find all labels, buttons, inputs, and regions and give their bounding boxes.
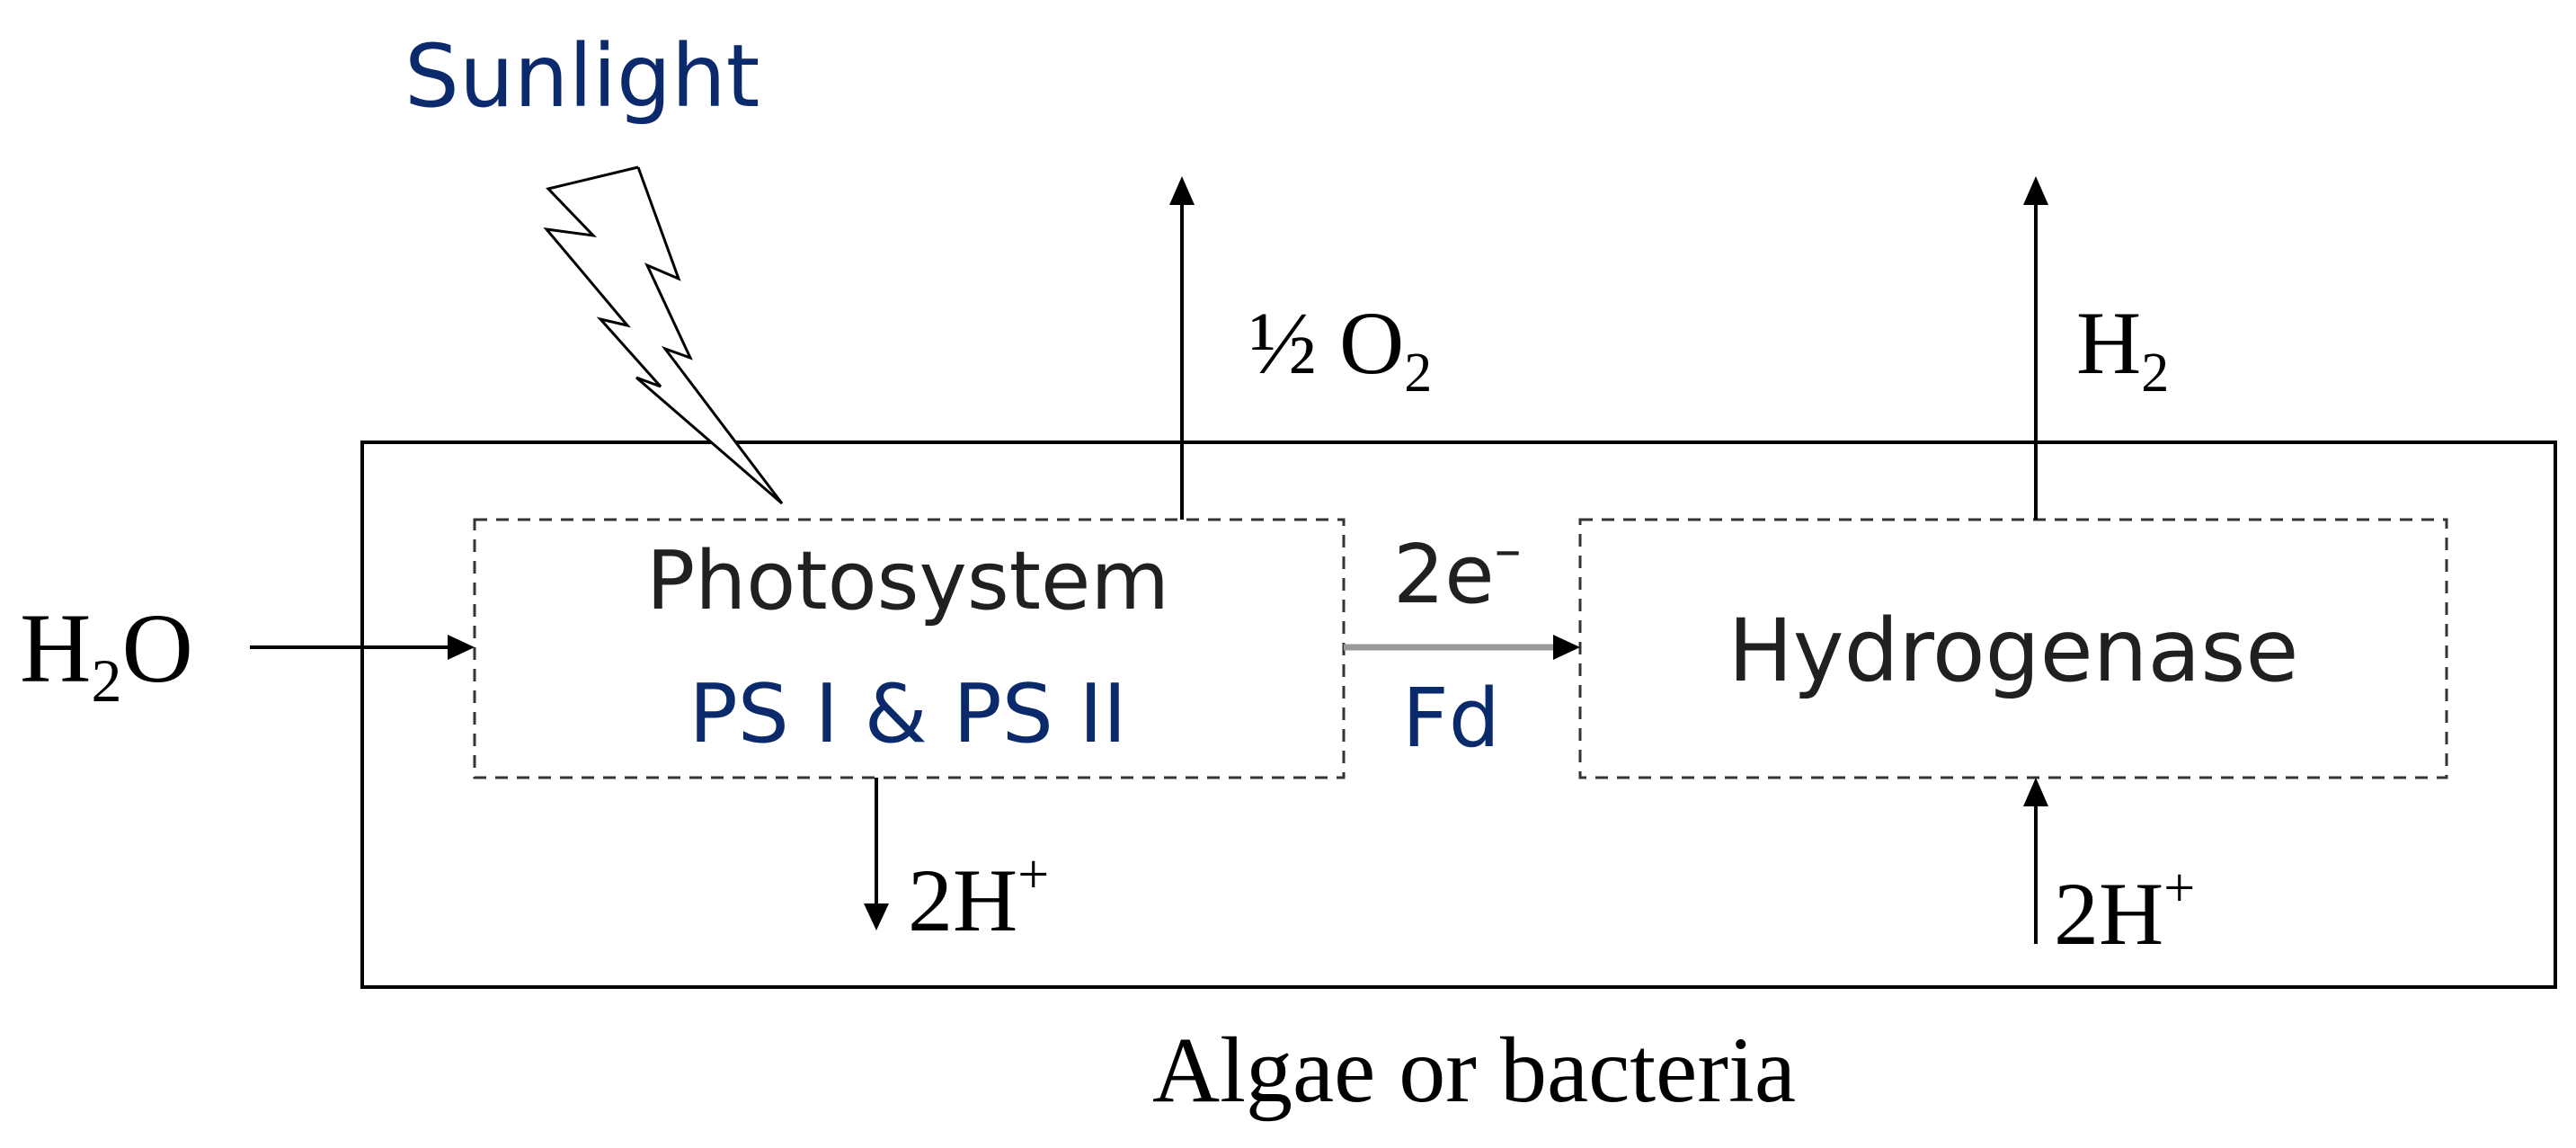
protons-consumed-label: 2H+ — [2054, 858, 2195, 964]
photosystem-label: Photosystem — [646, 534, 1169, 628]
protons-released-label: 2H+ — [908, 844, 1049, 950]
oxygen-label: ½ O2 — [1249, 293, 1432, 404]
water-label: H2O — [20, 593, 193, 715]
hydrogen-label: H2 — [2076, 293, 2169, 404]
hydrogen-output-arrow — [2023, 176, 2048, 520]
hydrogenase-box — [1578, 518, 2448, 779]
electrons-label: 2e– — [1393, 519, 1522, 622]
electron-transfer-arrow — [1344, 635, 1580, 660]
ferredoxin-label: Fd — [1402, 672, 1500, 766]
photosystem-types-label: PS I & PS II — [688, 667, 1126, 761]
lightning-bolt-icon — [543, 165, 784, 505]
organism-boundary — [360, 441, 2557, 989]
organism-label: Algae or bacteria — [1152, 1019, 1796, 1122]
water-input-arrow — [250, 635, 475, 660]
hydrogenase-label: Hydrogenase — [1728, 601, 2299, 701]
oxygen-output-arrow — [1169, 176, 1195, 520]
protons-consumed-arrow — [2023, 778, 2048, 944]
sunlight-label: Sunlight — [404, 26, 759, 127]
protons-released-arrow — [864, 778, 889, 930]
